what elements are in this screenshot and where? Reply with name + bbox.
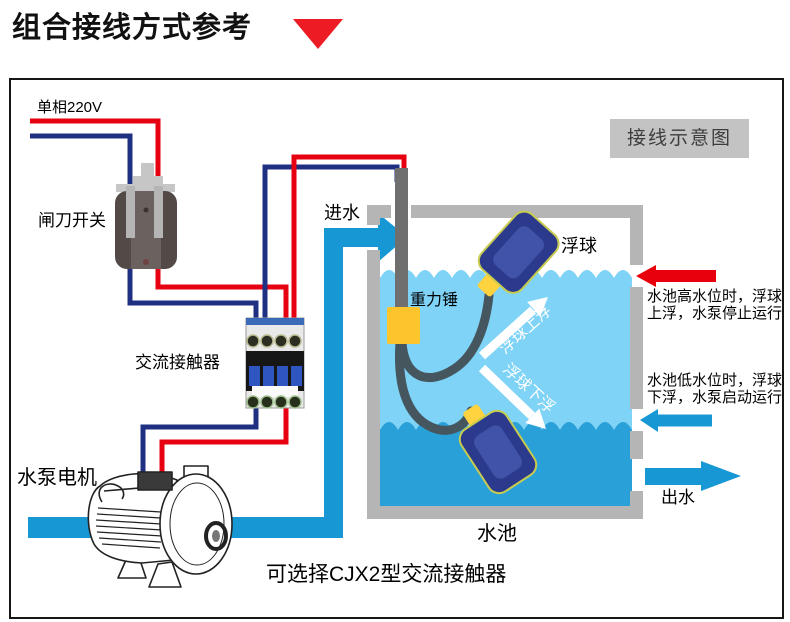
page-title: 组合接线方式参考 [12,12,253,44]
pool-walls [367,205,643,519]
contactor-label: 交流接触器 [135,353,220,372]
float-switch-upper [477,210,560,297]
inlet-arrow [378,213,407,262]
inlet-label: 进水 [324,203,360,223]
pump-label: 水泵电机 [17,467,97,489]
outlet-label: 出水 [661,488,695,507]
float-sink-arrow [478,364,546,429]
pool-label: 水池 [477,523,517,545]
float-ball-label: 浮球 [561,236,597,256]
mount-rod [395,168,408,313]
high-level-note-line1: 水池高水位时，浮球 [647,288,783,305]
float-cables [395,290,494,435]
live-wire [30,118,161,192]
gravity-hammer-label: 重力锤 [410,292,459,309]
power-label: 单相220V [37,99,103,116]
low-level-note: 水池低水位时，浮球 下浮，水泵启动运行 [647,372,783,406]
contactor-to-pump-blue [140,404,259,480]
contactor-to-pump-red [159,404,289,482]
diagram-frame [9,78,784,619]
switch-to-contactor-blue [127,262,259,324]
switch-to-contactor-red [155,262,289,324]
water-pump [87,465,233,588]
down-triangle-icon [293,19,343,49]
high-level-note: 水池高水位时，浮球 上浮，水泵停止运行 [647,288,783,322]
high-level-note-line2: 上浮，水泵停止运行 [647,304,783,322]
wires [30,118,407,482]
knife-switch [115,163,177,269]
knife-switch-label: 闸刀开关 [38,211,106,230]
contactor-note: 可选择CJX2型交流接触器 [266,563,507,586]
pump-terminal-box [137,471,173,491]
float-rise-arrow [478,297,548,360]
low-level-arrow [640,409,712,432]
low-level-note-line2: 下浮，水泵启动运行 [647,388,783,406]
outlet-arrow [645,461,741,491]
gravity-weight [387,307,420,344]
low-level-note-line1: 水池低水位时，浮球 [647,372,783,389]
schematic-title-box: 接线示意图 [610,119,749,158]
ac-contactor [245,317,305,409]
high-level-arrow [636,265,716,287]
float-switch-lower [458,404,538,495]
neutral-wire [30,133,133,192]
